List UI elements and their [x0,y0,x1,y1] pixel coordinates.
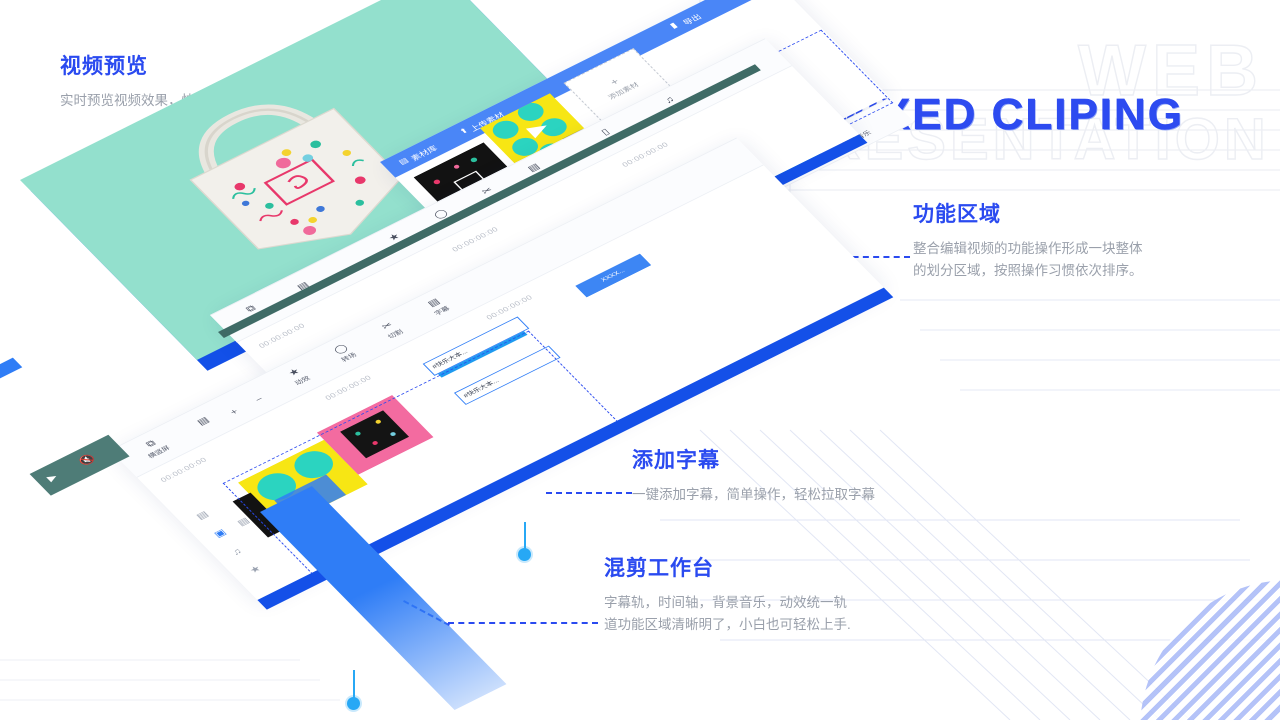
connector-dot-subtitle [518,548,531,561]
connector-stem-subtitle [524,522,526,554]
ruler-icon: ▤ [195,415,212,428]
track-icon-video[interactable]: ▣ [212,527,229,540]
ghost-text-web: WEB [1077,30,1264,111]
preview-board-layer [20,0,828,438]
tab-export[interactable]: 导出 [681,12,704,27]
product-image-tote-bag [189,104,403,250]
preview-board [20,0,618,360]
leader-line-function [832,256,910,258]
isometric-app-stack: 素材库 上传素材 导出 ▤ ⬆ ▮ [0,0,960,720]
timeline-clip-2[interactable] [316,395,434,475]
leader-line-subtitle [546,492,632,494]
connector-dot-workbench [347,697,360,710]
tool-transition[interactable]: ◯ 转场 [331,343,359,364]
callout-function-area: 功能区域 整合编辑视频的功能操作形成一块整体 的划分区域，按照操作习惯依次排序。 [913,198,1243,283]
tool-subtitle[interactable]: ▤ 字幕 [424,296,452,317]
callout-desc: 一键添加字幕，简单操作，轻松拉取字幕 [632,487,875,502]
callout-title: 视频预览 [60,55,148,78]
callout-add-subtitle: 添加字幕 一键添加字幕，简单操作，轻松拉取字幕 [632,444,1052,506]
callout-title: 功能区域 [913,203,1001,226]
play-icon[interactable]: ▶ [45,472,60,484]
headline-block: WEB PRESENTATION MIXED CLIPING [775,28,1266,178]
player-control-bar: ▶ 🔇 [29,434,130,496]
track-icon-music[interactable]: ♫ [229,546,245,558]
corner-stripe-decoration [1140,580,1280,720]
zoom-ruler[interactable]: ▤ [195,415,212,428]
tab-media-library[interactable]: 素材库 [409,144,440,163]
tool-effects[interactable]: ★ 动效 [285,366,313,387]
zoom-plus-label[interactable]: + [227,407,241,418]
subtitle-chip-blue[interactable]: XXXX... [575,253,652,298]
callout-title: 添加字幕 [632,449,720,472]
tool-cut[interactable]: ✂ 切割 [378,320,406,341]
mute-icon[interactable]: 🔇 [76,452,98,468]
track-icon-effects[interactable]: ★ [247,563,264,576]
callout-title: 混剪工作台 [604,557,714,580]
connector-stem-workbench [353,670,355,702]
leader-line-workbench [448,622,598,624]
zoom-minus-label[interactable]: − [253,394,266,405]
clip-art-pink [316,395,434,475]
callout-desc: 字幕轨，时间轴，背景音乐，动效统一轨 道功能区域清晰明了，小白也可轻松上手. [604,595,851,633]
export-icon: ▮ [668,21,680,31]
library-icon: ▤ [396,156,411,166]
track-icon-film[interactable]: ▤ [194,509,211,522]
tool-aspect-ratio[interactable]: ⧉ 横竖屏 [138,436,172,460]
callout-desc: 整合编辑视频的功能操作形成一块整体 的划分区域，按照操作习惯依次排序。 [913,241,1143,279]
cloud-storage-tab[interactable]: 云存储 [0,357,23,398]
callout-workbench: 混剪工作台 字幕轨，时间轴，背景音乐，动效统一轨 道功能区域清晰明了，小白也可轻… [604,552,1004,637]
plus-icon: + [607,75,622,88]
